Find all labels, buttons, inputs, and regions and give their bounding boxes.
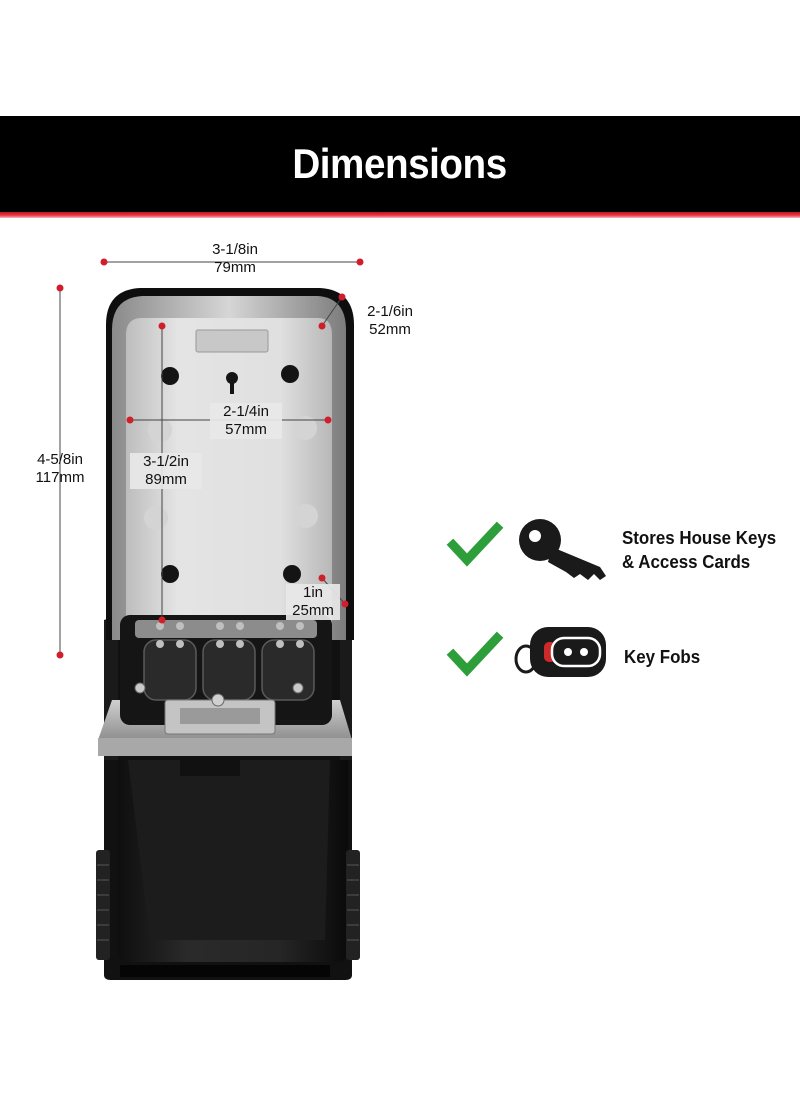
width-metric: 79mm: [214, 259, 256, 276]
depth-dimension-label: 2-1/6in 52mm: [358, 303, 422, 339]
feature-key-fobs-text: Key Fobs: [624, 645, 700, 669]
header-banner: Dimensions: [0, 116, 800, 216]
feature-house-keys-line1: Stores House Keys: [622, 528, 777, 548]
inner-height-imperial: 3-1/2in: [143, 453, 189, 470]
inner-width-imperial: 2-1/4in: [223, 403, 269, 420]
inner-height-dimension-label: 3-1/2in 89mm: [130, 453, 202, 489]
inner-depth-dimension-label: 1in 25mm: [286, 584, 340, 620]
dimension-markers: [56, 258, 364, 659]
inner-depth-metric: 25mm: [292, 602, 334, 619]
check-icon: [446, 631, 504, 677]
height-imperial: 4-5/8in: [37, 451, 83, 468]
feature-house-keys-line2: & Access Cards: [622, 552, 751, 572]
page-title: Dimensions: [292, 140, 508, 187]
inner-height-metric: 89mm: [145, 471, 187, 488]
width-dimension-label: 3-1/8in 79mm: [195, 241, 275, 277]
lock-box-body: [96, 615, 360, 980]
feature-key-fobs-line1: Key Fobs: [624, 647, 701, 667]
feature-house-keys-text: Stores House Keys & Access Cards: [622, 526, 776, 574]
inner-width-dimension-label: 2-1/4in 57mm: [210, 403, 282, 439]
depth-metric: 52mm: [369, 321, 411, 338]
key-fob-icon: [514, 627, 606, 677]
check-icon: [446, 521, 504, 567]
depth-imperial: 2-1/6in: [367, 303, 413, 320]
height-dimension-label: 4-5/8in 117mm: [24, 451, 96, 487]
height-metric: 117mm: [35, 469, 85, 486]
width-imperial: 3-1/8in: [212, 241, 258, 258]
combination-dial-assembly: [98, 615, 352, 776]
key-icon: [519, 519, 606, 580]
lock-box-lid: [106, 288, 354, 640]
inner-depth-imperial: 1in: [302, 584, 324, 601]
banner-accent-stripe: [0, 212, 800, 218]
inner-width-metric: 57mm: [225, 421, 267, 438]
